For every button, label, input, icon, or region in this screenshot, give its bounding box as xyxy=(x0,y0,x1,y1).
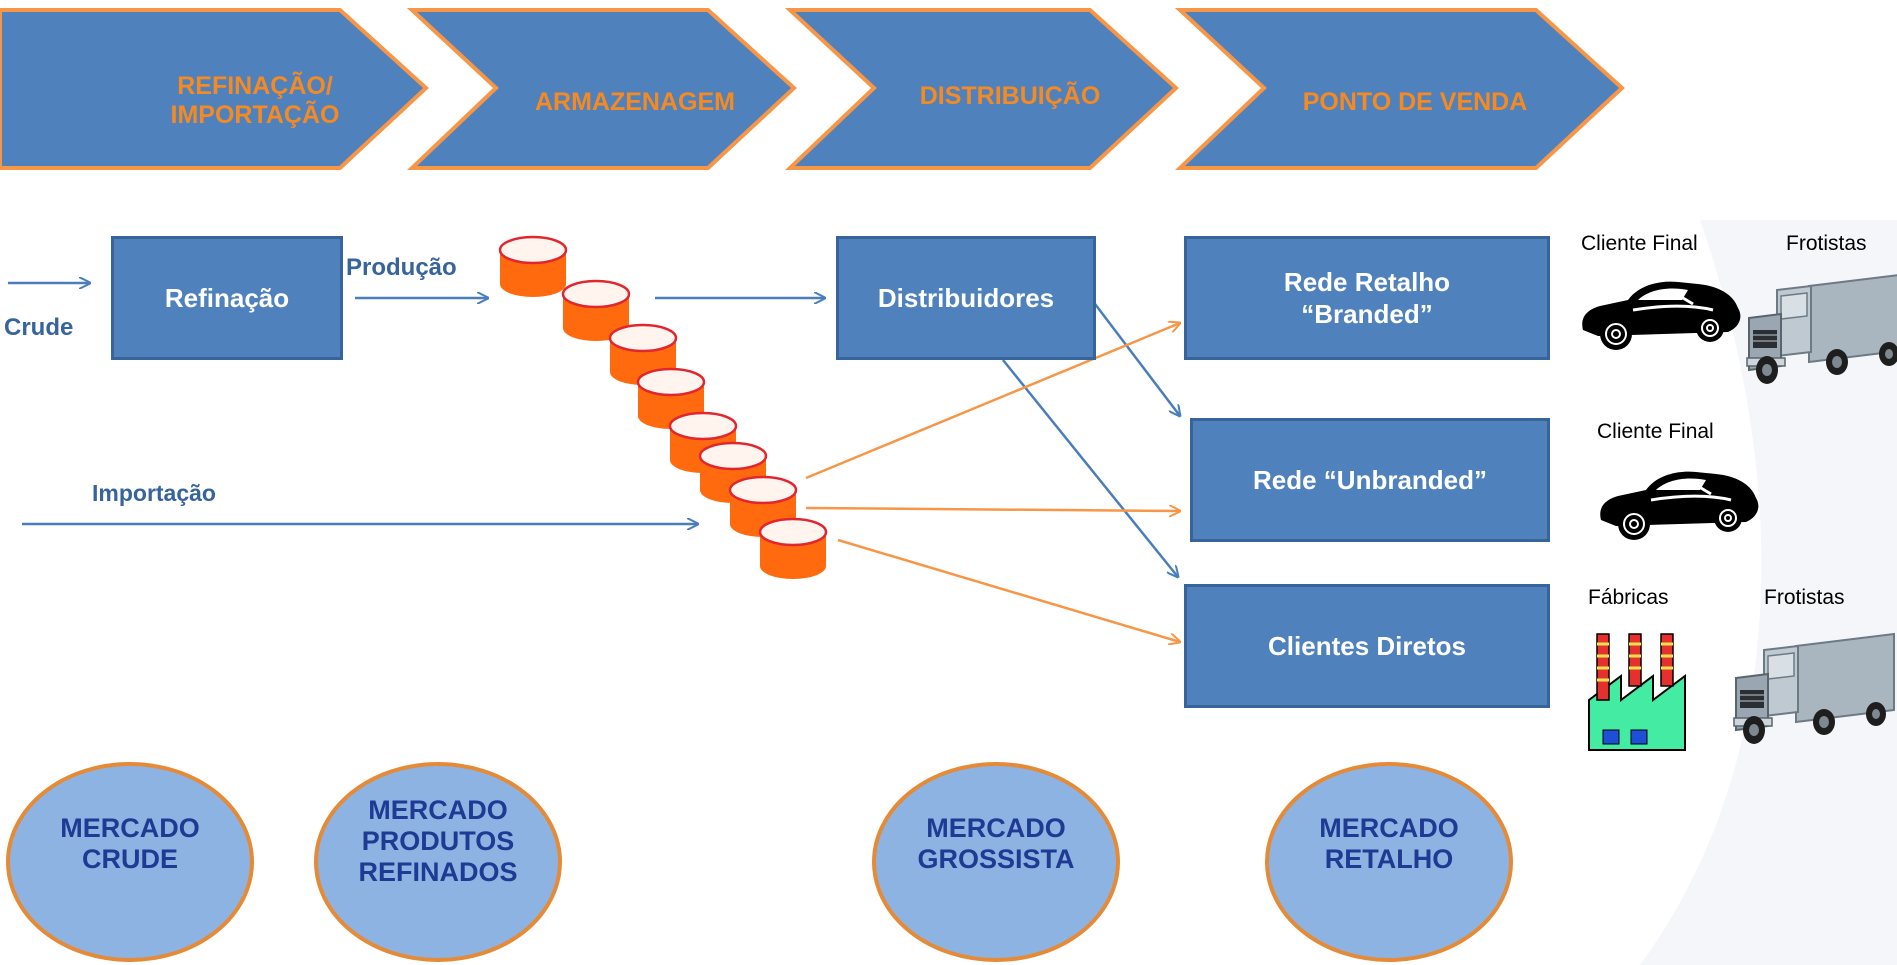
stage-label-armazenagem: ARMAZENAGEM xyxy=(535,88,735,116)
stage-label-distribuicao: DISTRIBUIÇÃO xyxy=(919,82,1101,110)
market-circles xyxy=(6,762,1513,962)
storage-tanks xyxy=(498,235,828,581)
arrow-distribuidores-to-clientes xyxy=(1002,359,1178,577)
box-rede-retalho-branded: Rede Retalho “Branded” xyxy=(1184,236,1550,360)
arrow-tanks-to-clientes xyxy=(837,538,1180,642)
caption-frotistas-2: Frotistas xyxy=(1764,586,1845,609)
flow-label-producao: Produção xyxy=(346,254,457,281)
caption-cliente-final: Cliente Final xyxy=(1581,232,1698,255)
car-icon xyxy=(1598,470,1760,542)
market-refinados-circle xyxy=(314,762,562,962)
factory-icon xyxy=(1587,632,1687,752)
arrow-tanks-to-unbranded xyxy=(805,508,1180,511)
chevron-distribuicao xyxy=(784,8,1179,170)
background-swoosh xyxy=(1640,220,1897,965)
blue-flow-arrows xyxy=(8,283,1180,577)
chevron-refinacao-importacao xyxy=(0,8,429,170)
caption-frotistas: Frotistas xyxy=(1786,232,1867,255)
orange-flow-arrows xyxy=(805,323,1180,642)
box-rede-unbranded: Rede “Unbranded” xyxy=(1190,418,1550,542)
stage-chevrons xyxy=(0,8,1625,170)
market-retalho-circle xyxy=(1265,762,1513,962)
caption-fabricas: Fábricas xyxy=(1588,586,1669,609)
stage-label-ponto-de-venda: PONTO DE VENDA xyxy=(1302,88,1528,116)
chevron-armazenagem xyxy=(406,8,797,170)
market-label-crude: MERCADO CRUDE xyxy=(60,813,200,875)
chevron-ponto-de-venda xyxy=(1174,8,1625,170)
storage-tank-icon xyxy=(758,517,828,581)
storage-tank-icon xyxy=(498,235,568,299)
arrow-tanks-to-retalho xyxy=(805,323,1180,480)
flow-label-importacao: Importação xyxy=(92,480,216,506)
flow-label-crude: Crude xyxy=(4,314,74,341)
market-label-retalho: MERCADO RETALHO xyxy=(1319,813,1459,875)
market-grossista-circle xyxy=(872,762,1120,962)
box-clientes-diretos: Clientes Diretos xyxy=(1184,584,1550,708)
arrow-distribuidores-to-unbranded xyxy=(1091,299,1180,416)
market-label-grossista: MERCADO GROSSISTA xyxy=(917,813,1075,875)
car-icon xyxy=(1580,280,1742,352)
market-label-refinados: MERCADO PRODUTOS REFINADOS xyxy=(358,795,518,888)
box-refinacao: Refinação xyxy=(111,236,343,360)
box-distribuidores: Distribuidores xyxy=(836,236,1096,360)
caption-cliente-final-2: Cliente Final xyxy=(1597,420,1714,443)
stage-label-refinacao-importacao: REFINAÇÃO/ IMPORTAÇÃO xyxy=(170,72,340,129)
market-crude-circle xyxy=(6,762,254,962)
